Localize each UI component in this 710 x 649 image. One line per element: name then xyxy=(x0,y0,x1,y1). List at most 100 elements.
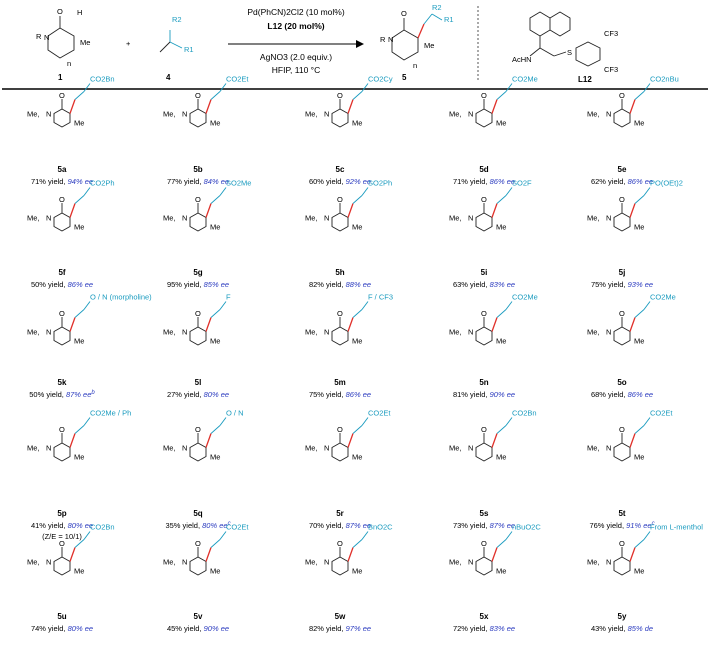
functional-group: CO2Bn xyxy=(90,75,115,84)
alkene-bond xyxy=(219,417,227,426)
ring-bond xyxy=(53,556,71,576)
alkene-bond xyxy=(496,425,507,434)
atom-n: N xyxy=(182,214,187,223)
atom-n: N xyxy=(468,444,473,453)
n-substituent: Me, xyxy=(305,444,318,453)
alkene-bond xyxy=(496,309,507,318)
alkene-bond xyxy=(634,91,645,100)
ee-value: 90% ee xyxy=(490,390,515,399)
atom-o: O xyxy=(337,91,343,100)
atom-r: R xyxy=(36,32,42,41)
atom-me: Me xyxy=(496,567,506,576)
atom-me: Me xyxy=(210,567,220,576)
svg-text:O: O xyxy=(401,9,407,18)
atom-o: O xyxy=(481,195,487,204)
atom-me: Me xyxy=(352,119,362,128)
yield-value: 45% yield, xyxy=(167,624,204,633)
new-cc-bond xyxy=(491,317,498,332)
ee-value: 87% ee xyxy=(346,521,371,530)
ring-bond xyxy=(189,556,207,576)
alkene-bond xyxy=(83,531,91,540)
alkene-bond xyxy=(643,301,651,310)
atom-n: N xyxy=(324,214,329,223)
ring-bond xyxy=(613,326,631,346)
atom-o: O xyxy=(619,195,625,204)
alkene-bond xyxy=(83,417,91,426)
compound-id: 5k xyxy=(58,378,67,387)
ring-bond xyxy=(613,556,631,576)
yield-value: 50% yield, xyxy=(29,390,66,399)
ee-value: 86% ee xyxy=(490,177,515,186)
alkene-bond xyxy=(210,91,221,100)
ee-value: 91% ee xyxy=(626,521,651,530)
ee-value: 86% ee xyxy=(68,280,93,289)
n-substituent: Me, xyxy=(27,558,40,567)
new-cc-bond xyxy=(491,203,498,218)
atom-n: N xyxy=(44,33,49,42)
atom-o: O xyxy=(59,91,65,100)
alkene-bond xyxy=(352,195,363,204)
ring-bond xyxy=(331,108,349,128)
functional-group: CO2Me xyxy=(512,293,538,302)
compound-id: 5s xyxy=(480,509,489,518)
functional-group: From L-menthol xyxy=(650,523,703,532)
ring-bond xyxy=(331,556,349,576)
atom-o: O xyxy=(619,309,625,318)
n-substituent: Me, xyxy=(305,328,318,337)
n-substituent: Me, xyxy=(27,444,40,453)
ring-bond xyxy=(331,326,349,346)
atom-n: N xyxy=(182,558,187,567)
compound-id: 5y xyxy=(618,612,627,621)
alkene-bond xyxy=(634,425,645,434)
alkene-bond xyxy=(74,539,85,548)
ee-value: 80% ee xyxy=(68,521,93,530)
compound-id: 5t xyxy=(618,509,625,518)
alkene-bond xyxy=(643,417,651,426)
n-substituent: Me, xyxy=(587,214,600,223)
new-cc-bond xyxy=(347,547,354,562)
atom-o: O xyxy=(619,425,625,434)
atom-me: Me xyxy=(634,119,644,128)
ee-value: 92% ee xyxy=(346,177,371,186)
alkene-bond xyxy=(643,187,651,196)
functional-group: SO2Ph xyxy=(368,179,392,188)
alkene-bond xyxy=(219,83,227,92)
yield-text: 43% yield, 85% de xyxy=(591,624,653,633)
ee-value: 84% ee xyxy=(204,177,229,186)
ee-value: 90% ee xyxy=(204,624,229,633)
ee-value: 86% ee xyxy=(628,177,653,186)
ee-value: 86% ee xyxy=(346,390,371,399)
ring-bond xyxy=(53,212,71,232)
new-cc-bond xyxy=(629,433,636,448)
alkene-bond xyxy=(74,309,85,318)
atom-n: N xyxy=(324,558,329,567)
atom-n: N xyxy=(46,558,51,567)
n-substituent: Me, xyxy=(163,328,176,337)
atom-n: N xyxy=(468,214,473,223)
atom-o: O xyxy=(59,195,65,204)
atom-me: Me xyxy=(352,337,362,346)
yield-text: 73% yield, 87% ee xyxy=(453,521,515,530)
yield-value: 76% yield, xyxy=(589,521,626,530)
atom-n: N xyxy=(468,558,473,567)
atom-me: Me xyxy=(74,567,84,576)
alkene-bond xyxy=(210,425,221,434)
new-cc-bond xyxy=(347,99,354,114)
n-substituent: Me, xyxy=(163,214,176,223)
alkene-bond xyxy=(634,195,645,204)
functional-group: F / CF3 xyxy=(368,293,393,302)
functional-group: CO2Ph xyxy=(90,179,115,188)
new-cc-bond xyxy=(205,433,212,448)
compound-id: 5h xyxy=(335,268,344,277)
compound-id: 5v xyxy=(194,612,203,621)
condition-catalyst: Pd(PhCN)2Cl2 (10 mol%) xyxy=(247,7,344,17)
functional-group: BnO2C xyxy=(368,523,393,532)
atom-o: O xyxy=(59,539,65,548)
